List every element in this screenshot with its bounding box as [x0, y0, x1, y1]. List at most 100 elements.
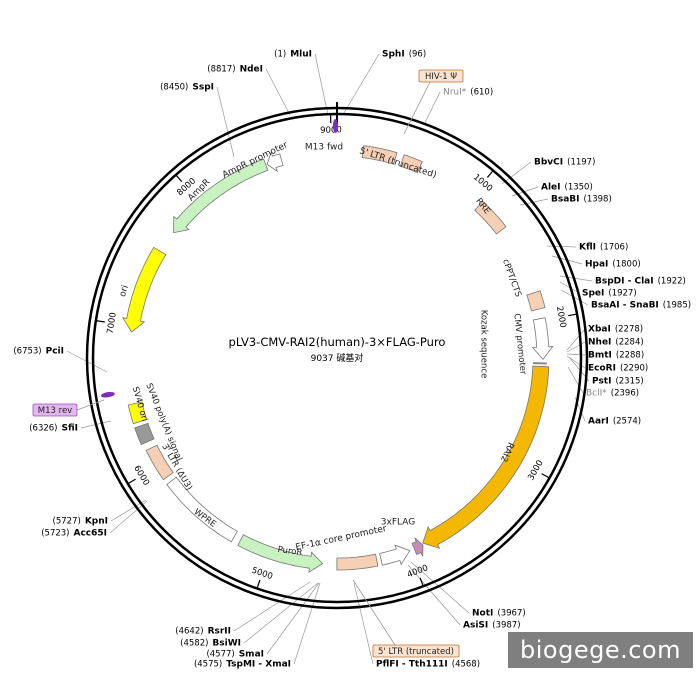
tick-label: 3000: [526, 459, 545, 483]
site-pflfi-tth111i-leader: [353, 582, 374, 665]
features-layer: [101, 119, 554, 573]
label-m13-fwd: M13 fwd: [305, 143, 343, 153]
site-sfii-pos: (6326): [29, 424, 57, 434]
site-bspdi-clai-name: BspDI - ClaI: [595, 277, 654, 287]
site-ndei-leader: [265, 68, 291, 116]
site-bsabi-leader: [519, 198, 549, 206]
tick-mark: [175, 174, 183, 182]
tick-mark: [541, 473, 550, 479]
site-nhei-pos: (2284): [615, 338, 643, 348]
site-mlui-name: MluI: [290, 50, 312, 60]
site-bcli-name: BclI*: [586, 389, 607, 399]
feature-ori: [121, 246, 167, 333]
label-3xflag: 3xFLAG: [381, 518, 415, 528]
site-tspmi-xmai-name: TspMI - XmaI: [226, 660, 291, 670]
site-asisi-pos: (3987): [492, 621, 520, 631]
site-asisi-name: AsiSI: [463, 621, 488, 631]
tick-label: 9000: [320, 125, 342, 136]
feature-3xflag: [411, 537, 424, 557]
site-tspmi-xmai-leader: [293, 582, 321, 665]
site-ndei-pos: (8817): [207, 65, 235, 75]
site-acc65i-name: Acc65I: [73, 529, 107, 539]
feature-sv40-ori: [127, 401, 148, 425]
site-bmti-pos: (2288): [616, 351, 644, 361]
feature-rre: [474, 200, 507, 235]
site-ecori-pos: (2290): [620, 364, 648, 374]
m13-rev-tag: M13 rev: [38, 406, 72, 416]
m13-rev-tag-box: [32, 403, 78, 417]
site-bsaai-snabi-name: BsaAI - SnaBI: [591, 301, 659, 311]
watermark: biogege.com: [508, 632, 693, 668]
site-alei-pos: (1350): [565, 183, 593, 193]
label-puror: PuroR: [277, 545, 303, 558]
site-sphi-name: SphI: [382, 50, 405, 60]
restriction-sites: MluI(1)SphI(96)NruI*(610)BbvCI(1197)AleI…: [13, 50, 691, 670]
feature-3ltr: [145, 444, 174, 481]
feature-rai2: [422, 365, 550, 549]
tick-mark: [95, 320, 105, 323]
tick-label: 5000: [250, 566, 274, 583]
site-noti-pos: (3967): [497, 609, 525, 619]
label-ori: ori: [118, 284, 131, 298]
site-hpai-name: HpaI: [585, 260, 608, 270]
label-cppt-cts: cPPT/CTS: [500, 258, 523, 299]
site-acc65i-pos: (5723): [41, 529, 69, 539]
site-pcii-pos: (6753): [13, 347, 41, 357]
feature-5ltr-trunc-top: [361, 145, 398, 165]
5ltr-tag-leader: [352, 579, 396, 646]
hiv1-psi-tag: HIV-1 Ψ: [425, 72, 457, 82]
tick-mark: [256, 579, 261, 589]
tick-mark: [127, 478, 136, 485]
site-sspi-name: SspI: [192, 83, 214, 93]
plasmid-size: 9037 碱基对: [311, 352, 364, 364]
feature-sv40-polya: [134, 422, 155, 446]
site-sspi-pos: (8450): [160, 83, 188, 93]
site-bmti-name: BmtI: [588, 351, 612, 361]
site-bsaai-snabi-pos: (1985): [663, 301, 691, 311]
feature-cppt-cts: [526, 290, 546, 312]
site-noti-leader: [410, 561, 470, 614]
label-5ltr-trunc-top: 5' LTR (truncated): [358, 146, 438, 180]
site-pcii-name: PciI: [46, 347, 64, 357]
site-asisi-leader: [407, 564, 461, 626]
tick-label: 2000: [554, 306, 568, 329]
site-kfli-pos: (1706): [600, 243, 628, 253]
feature-m13-rev: [101, 391, 115, 398]
5ltr-tag: 5' LTR (truncated): [378, 647, 454, 657]
site-ecori-name: EcoRI: [588, 364, 616, 374]
site-rsrii-name: RsrII: [208, 627, 231, 637]
site-mlui-leader: [314, 53, 329, 116]
site-nrui-name: NruI*: [443, 88, 467, 98]
site-sphi-pos: (96): [409, 50, 426, 60]
site-spei-name: SpeI: [582, 289, 604, 299]
feature-ef1a-core: [379, 544, 411, 566]
hiv1-psi-tag-box: [418, 69, 464, 83]
site-tspmi-xmai-pos: (4575): [194, 660, 222, 670]
site-bbvci-leader: [501, 161, 532, 185]
site-nhei-leader: [566, 341, 586, 353]
site-pflfi-tth111i-pos: (4568): [452, 660, 480, 670]
site-bspdi-clai-leader: [559, 275, 593, 282]
tick-label: 6000: [131, 464, 151, 488]
site-xbai-pos: (2278): [615, 325, 643, 335]
site-smai-leader: [266, 582, 320, 655]
site-alei-name: AleI: [541, 183, 561, 193]
site-sfii-name: SfiI: [61, 424, 78, 434]
site-spei-pos: (1927): [608, 289, 636, 299]
feature-cmv-promoter: [531, 317, 554, 361]
site-sspi-leader: [216, 86, 235, 158]
m13-rev-tag-leader: [76, 399, 105, 411]
site-mlui-pos: (1): [274, 50, 286, 60]
site-smai-name: SmaI: [239, 650, 264, 660]
site-bsabi-pos: (1398): [584, 195, 612, 205]
site-rsrii-leader: [233, 581, 311, 632]
site-kpni-pos: (5727): [53, 517, 81, 527]
site-noti-name: NotI: [472, 609, 493, 619]
site-xbai-name: XbaI: [588, 325, 611, 335]
site-hpai-pos: (1800): [612, 260, 640, 270]
site-bsiwi-pos: (4582): [180, 639, 208, 649]
site-nhei-name: NheI: [588, 338, 611, 348]
site-bbvci-name: BbvCI: [534, 158, 563, 168]
